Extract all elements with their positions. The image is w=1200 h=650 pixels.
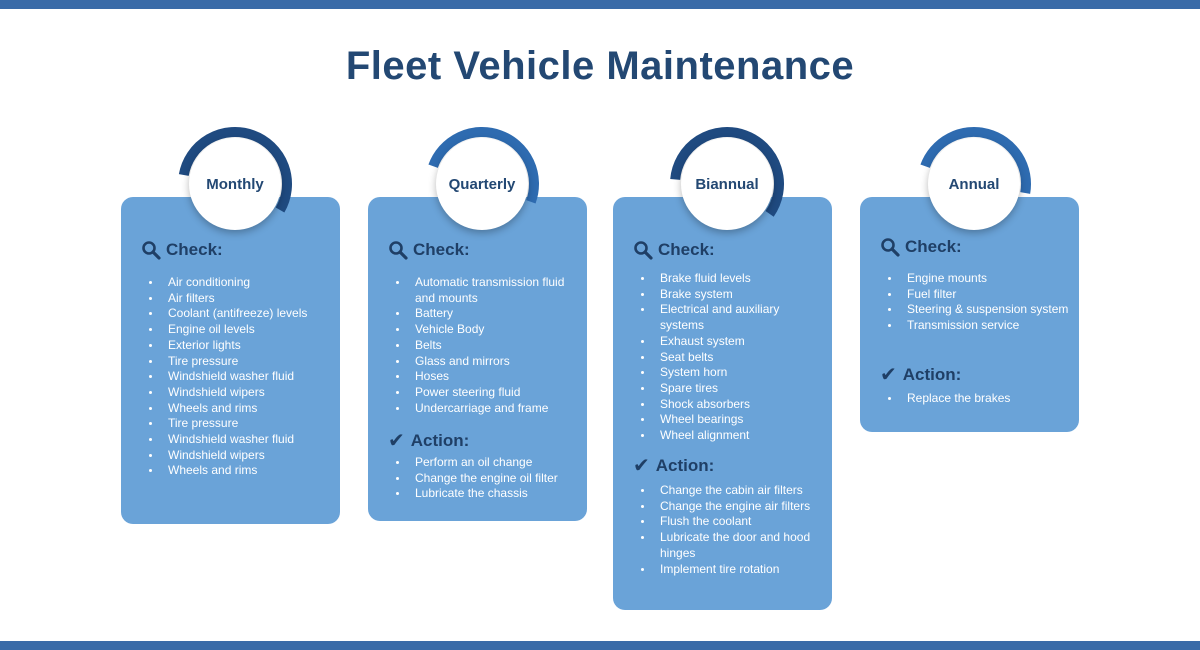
action-heading-label: Action:: [655, 455, 715, 475]
period-badge: Annual: [914, 124, 1034, 244]
list-item: Perform an oil change: [396, 455, 577, 471]
list-item: Seat belts: [641, 350, 822, 366]
arc-stroke: [428, 127, 539, 204]
list-item: Power steering fluid: [396, 385, 577, 401]
period-label: Annual: [928, 138, 1020, 230]
arc-stroke: [670, 127, 784, 217]
progress-arc: [920, 127, 1031, 194]
list-item: Windshield wipers: [149, 385, 330, 401]
list-item: Wheel alignment: [641, 428, 822, 444]
period-label: Quarterly: [436, 138, 528, 230]
action-list: Replace the brakes: [888, 391, 1069, 407]
list-item: Lubricate the door and hood hinges: [641, 530, 822, 561]
arc-stroke: [920, 127, 1031, 194]
top-border-bar: [0, 0, 1200, 9]
period-badge: Biannual: [667, 124, 787, 244]
list-item: Transmission service: [888, 318, 1069, 334]
check-heading: Check:: [388, 240, 470, 260]
list-item: Wheels and rims: [149, 401, 330, 417]
period-label: Monthly: [189, 138, 281, 230]
progress-arc: [428, 127, 539, 204]
list-item: Shock absorbers: [641, 397, 822, 413]
list-item: Brake system: [641, 287, 822, 303]
list-item: Spare tires: [641, 381, 822, 397]
check-heading: Check:: [141, 240, 223, 260]
period-badge: Monthly: [175, 124, 295, 244]
bottom-border-bar: [0, 641, 1200, 650]
action-heading-label: Action:: [902, 364, 962, 384]
progress-arc: [670, 127, 784, 217]
list-item: Lubricate the chassis: [396, 486, 577, 502]
check-heading: Check:: [633, 240, 715, 260]
list-item: Belts: [396, 338, 577, 354]
period-badge: Quarterly: [422, 124, 542, 244]
list-item: Engine oil levels: [149, 322, 330, 338]
list-item: Flush the coolant: [641, 514, 822, 530]
check-heading-label: Check:: [658, 240, 715, 259]
list-item: Change the cabin air filters: [641, 483, 822, 499]
check-heading: Check:: [880, 237, 962, 257]
list-item: Change the engine oil filter: [396, 471, 577, 487]
list-item: Air filters: [149, 291, 330, 307]
action-heading-label: Action:: [410, 430, 470, 450]
list-item: System horn: [641, 365, 822, 381]
magnifier-icon: [142, 241, 161, 260]
list-item: Exhaust system: [641, 334, 822, 350]
arc-stroke: [178, 127, 292, 213]
list-item: Tire pressure: [149, 416, 330, 432]
checkmark-icon: ✔: [633, 455, 650, 477]
check-heading-label: Check:: [413, 240, 470, 259]
list-item: Hoses: [396, 369, 577, 385]
list-item: Vehicle Body: [396, 322, 577, 338]
list-item: Exterior lights: [149, 338, 330, 354]
list-item: Electrical and auxiliary systems: [641, 302, 822, 333]
list-item: Implement tire rotation: [641, 562, 822, 578]
checkmark-icon: ✔: [880, 364, 897, 386]
list-item: Steering & suspension system: [888, 302, 1069, 318]
list-item: Tire pressure: [149, 354, 330, 370]
list-item: Wheel bearings: [641, 412, 822, 428]
progress-arc: [178, 127, 292, 213]
magnifier-icon: [389, 241, 408, 260]
list-item: Windshield wipers: [149, 448, 330, 464]
check-heading-label: Check:: [166, 240, 223, 259]
action-heading: ✔Action:: [880, 362, 961, 387]
list-item: Air conditioning: [149, 275, 330, 291]
list-item: Windshield washer fluid: [149, 432, 330, 448]
list-item: Automatic transmission fluid and mounts: [396, 275, 577, 306]
action-heading: ✔Action:: [388, 428, 469, 453]
period-label: Biannual: [681, 138, 773, 230]
magnifier-icon: [881, 238, 900, 257]
list-item: Engine mounts: [888, 271, 1069, 287]
list-item: Wheels and rims: [149, 463, 330, 479]
list-item: Battery: [396, 306, 577, 322]
check-heading-label: Check:: [905, 237, 962, 256]
page-title: Fleet Vehicle Maintenance: [345, 44, 855, 88]
action-heading: ✔Action:: [633, 453, 714, 478]
magnifier-icon: [634, 241, 653, 260]
checkmark-icon: ✔: [388, 430, 405, 452]
list-item: Fuel filter: [888, 287, 1069, 303]
list-item: Glass and mirrors: [396, 354, 577, 370]
list-item: Windshield washer fluid: [149, 369, 330, 385]
list-item: Change the engine air filters: [641, 499, 822, 515]
list-item: Coolant (antifreeze) levels: [149, 306, 330, 322]
list-item: Brake fluid levels: [641, 271, 822, 287]
list-item: Undercarriage and frame: [396, 401, 577, 417]
list-item: Replace the brakes: [888, 391, 1069, 407]
